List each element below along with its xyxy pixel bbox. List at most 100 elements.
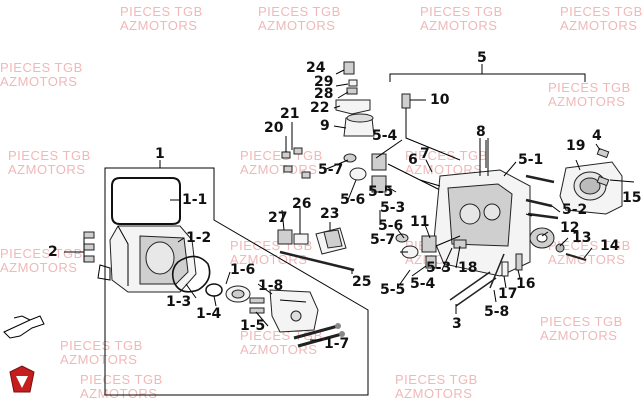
label-5-2: 5-2 (562, 202, 587, 218)
seal-ring (205, 283, 251, 303)
watermark-line2: AZMOTORS (240, 162, 317, 177)
watermark-line2: AZMOTORS (548, 252, 625, 267)
dowel-pins (596, 147, 610, 187)
round-gasket (171, 255, 211, 293)
label-6: 6 (408, 152, 418, 168)
label-5-7b: 5-7 (370, 232, 395, 248)
watermark-line1: PIECES TGB (395, 372, 478, 387)
watermark-line1: PIECES TGB (0, 246, 83, 261)
watermark-line1: PIECES TGB (120, 4, 203, 19)
label-3: 3 (452, 316, 462, 332)
label-12: 12 (560, 220, 579, 236)
watermark-line2: AZMOTORS (0, 260, 77, 275)
head-bolts (525, 174, 559, 220)
watermark-line2: AZMOTORS (80, 386, 157, 400)
watermark-line2: AZMOTORS (420, 18, 497, 33)
watermark-line2: AZMOTORS (0, 74, 77, 89)
label-5-4b: 5-4 (410, 276, 436, 292)
watermark-line1: PIECES TGB (60, 338, 143, 353)
label-14: 14 (600, 238, 620, 254)
label-24: 24 (306, 60, 326, 76)
rocker-arm-parts (277, 227, 355, 272)
group-5-bracket (389, 73, 586, 82)
cover-gasket (111, 177, 181, 225)
label-5-6b: 5-6 (378, 218, 403, 234)
watermark-line1: PIECES TGB (548, 238, 631, 253)
label-1-4: 1-4 (196, 306, 222, 322)
label-5-3: 5-3 (380, 200, 405, 216)
label-17: 17 (498, 286, 517, 302)
watermark-line1: PIECES TGB (240, 328, 323, 343)
label-5-3b: 5-3 (426, 260, 451, 276)
label-25: 25 (352, 274, 371, 290)
label-23: 23 (320, 206, 339, 222)
label-15: 15 (622, 190, 641, 206)
temperature-sensor (401, 93, 461, 161)
label-4: 4 (592, 128, 602, 144)
label-1-8: 1-8 (258, 278, 283, 294)
label-27: 27 (268, 210, 287, 226)
watermark-line2: AZMOTORS (120, 18, 197, 33)
watermark-line2: AZMOTORS (258, 18, 335, 33)
small-parts-16-18 (453, 239, 523, 277)
label-8: 8 (476, 124, 486, 140)
label-1-5: 1-5 (240, 318, 265, 334)
watermark-line2: AZMOTORS (548, 94, 625, 109)
label-22: 22 (310, 100, 329, 116)
label-1-1: 1-1 (182, 192, 207, 208)
label-5-8: 5-8 (484, 304, 509, 320)
label-11: 11 (410, 214, 429, 230)
watermark-line1: PIECES TGB (8, 148, 91, 163)
label-7: 7 (420, 146, 430, 162)
label-5-5: 5-5 (368, 184, 393, 200)
cylinder-head (419, 138, 531, 277)
bolts-2 (83, 231, 95, 263)
label-16: 16 (516, 276, 535, 292)
watermark-line2: AZMOTORS (8, 162, 85, 177)
label-10: 10 (430, 92, 450, 108)
watermark-line1: PIECES TGB (548, 80, 631, 95)
watermark-line1: PIECES TGB (540, 314, 623, 329)
label-1-3: 1-3 (166, 294, 191, 310)
group-1-frame (104, 167, 369, 396)
cylinder-head-cover (97, 225, 197, 293)
watermark-line1: PIECES TGB (0, 60, 83, 75)
label-28: 28 (314, 86, 333, 102)
watermark-line2: AZMOTORS (560, 18, 637, 33)
label-5-6: 5-6 (340, 192, 365, 208)
part-number-labels: 1 1-1 1-2 1-3 1-4 1-5 1-6 1-7 1-8 2 3 4 … (48, 50, 641, 352)
label-26: 26 (292, 196, 311, 212)
label-5-4: 5-4 (372, 128, 398, 144)
label-5: 5 (477, 50, 487, 66)
watermark-line1: PIECES TGB (240, 148, 323, 163)
label-5-5b: 5-5 (380, 282, 405, 298)
brand-logo-icon (9, 365, 35, 393)
label-1: 1 (155, 146, 165, 162)
watermark-line2: AZMOTORS (540, 328, 617, 343)
label-5-1: 5-1 (518, 152, 543, 168)
watermark-line1: PIECES TGB (80, 372, 163, 387)
label-1-6: 1-6 (230, 262, 255, 278)
watermark-line1: PIECES TGB (420, 4, 503, 19)
watermark-line1: PIECES TGB (258, 4, 341, 19)
valve-parts-lower (395, 233, 461, 269)
watermark-line2: AZMOTORS (60, 352, 137, 367)
bolts-1-5 (249, 297, 265, 314)
label-1-2: 1-2 (186, 230, 211, 246)
label-20: 20 (264, 120, 284, 136)
watermark-line2: AZMOTORS (395, 386, 472, 400)
label-19: 19 (566, 138, 585, 154)
label-9: 9 (320, 118, 330, 134)
cover-plate (269, 289, 319, 333)
leader-lines (64, 69, 635, 341)
watermark-line1: PIECES TGB (405, 148, 488, 163)
bracket-symbol-icon (3, 315, 45, 339)
label-21: 21 (280, 106, 299, 122)
camshaft-sprocket-parts (529, 227, 587, 261)
label-13: 13 (572, 230, 591, 246)
label-1-7: 1-7 (324, 336, 349, 352)
label-5-7: 5-7 (318, 162, 343, 178)
label-29: 29 (314, 74, 333, 90)
watermark-line2: AZMOTORS (240, 342, 317, 357)
